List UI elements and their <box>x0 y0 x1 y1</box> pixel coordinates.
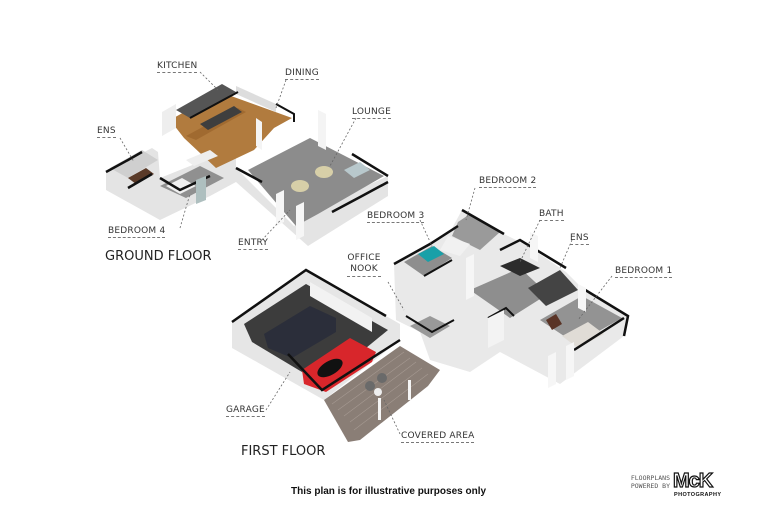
label-bedroom-2: BEDROOM 2 <box>479 176 537 188</box>
ens-floor-first <box>528 270 578 306</box>
label-lounge: LOUNGE <box>352 107 391 119</box>
disclaimer-text: This plan is for illustrative purposes o… <box>291 486 487 497</box>
ground-floor-title: GROUND FLOOR <box>105 249 212 264</box>
bedroom2-floor <box>452 214 500 250</box>
dark-car <box>264 306 336 358</box>
brand-prefix: FLOORPLANS POWERED BY <box>618 474 670 490</box>
label-garage: GARAGE <box>226 405 265 417</box>
label-office-nook: OFFICE NOOK <box>347 253 381 277</box>
label-ens-first: ENS <box>570 233 589 245</box>
label-covered-area: COVERED AREA <box>401 431 475 443</box>
ground-floor-plan <box>105 84 389 246</box>
brand-logo-text: McK <box>672 470 713 492</box>
brand-prefix-line2: POWERED BY <box>630 482 670 490</box>
kitchen-island <box>200 106 242 130</box>
brand-subtitle: PHOTOGRAPHY <box>674 492 722 498</box>
office-nook-floor <box>410 316 450 338</box>
lounge-floor <box>248 138 384 226</box>
label-kitchen: KITCHEN <box>157 61 198 73</box>
bedroom1-floor <box>540 296 622 344</box>
label-ens-ground: ENS <box>97 126 116 138</box>
brand-prefix-line1: FLOORPLANS <box>630 474 670 482</box>
label-bedroom-3: BEDROOM 3 <box>367 211 425 223</box>
first-floor-plan <box>231 208 630 442</box>
ens-floor <box>110 150 158 178</box>
hallway-floor <box>470 268 548 318</box>
label-entry: ENTRY <box>238 238 269 250</box>
bath-shower <box>500 258 540 276</box>
first-floor-title: FIRST FLOOR <box>241 444 326 459</box>
label-bath: BATH <box>539 209 564 221</box>
label-bedroom-1: BEDROOM 1 <box>615 266 673 278</box>
label-dining: DINING <box>285 68 319 80</box>
covered-deck <box>324 346 440 442</box>
label-bedroom-4: BEDROOM 4 <box>108 226 166 238</box>
brand-logo: FLOORPLANS POWERED BY McK PHOTOGRAPHY <box>618 470 738 502</box>
